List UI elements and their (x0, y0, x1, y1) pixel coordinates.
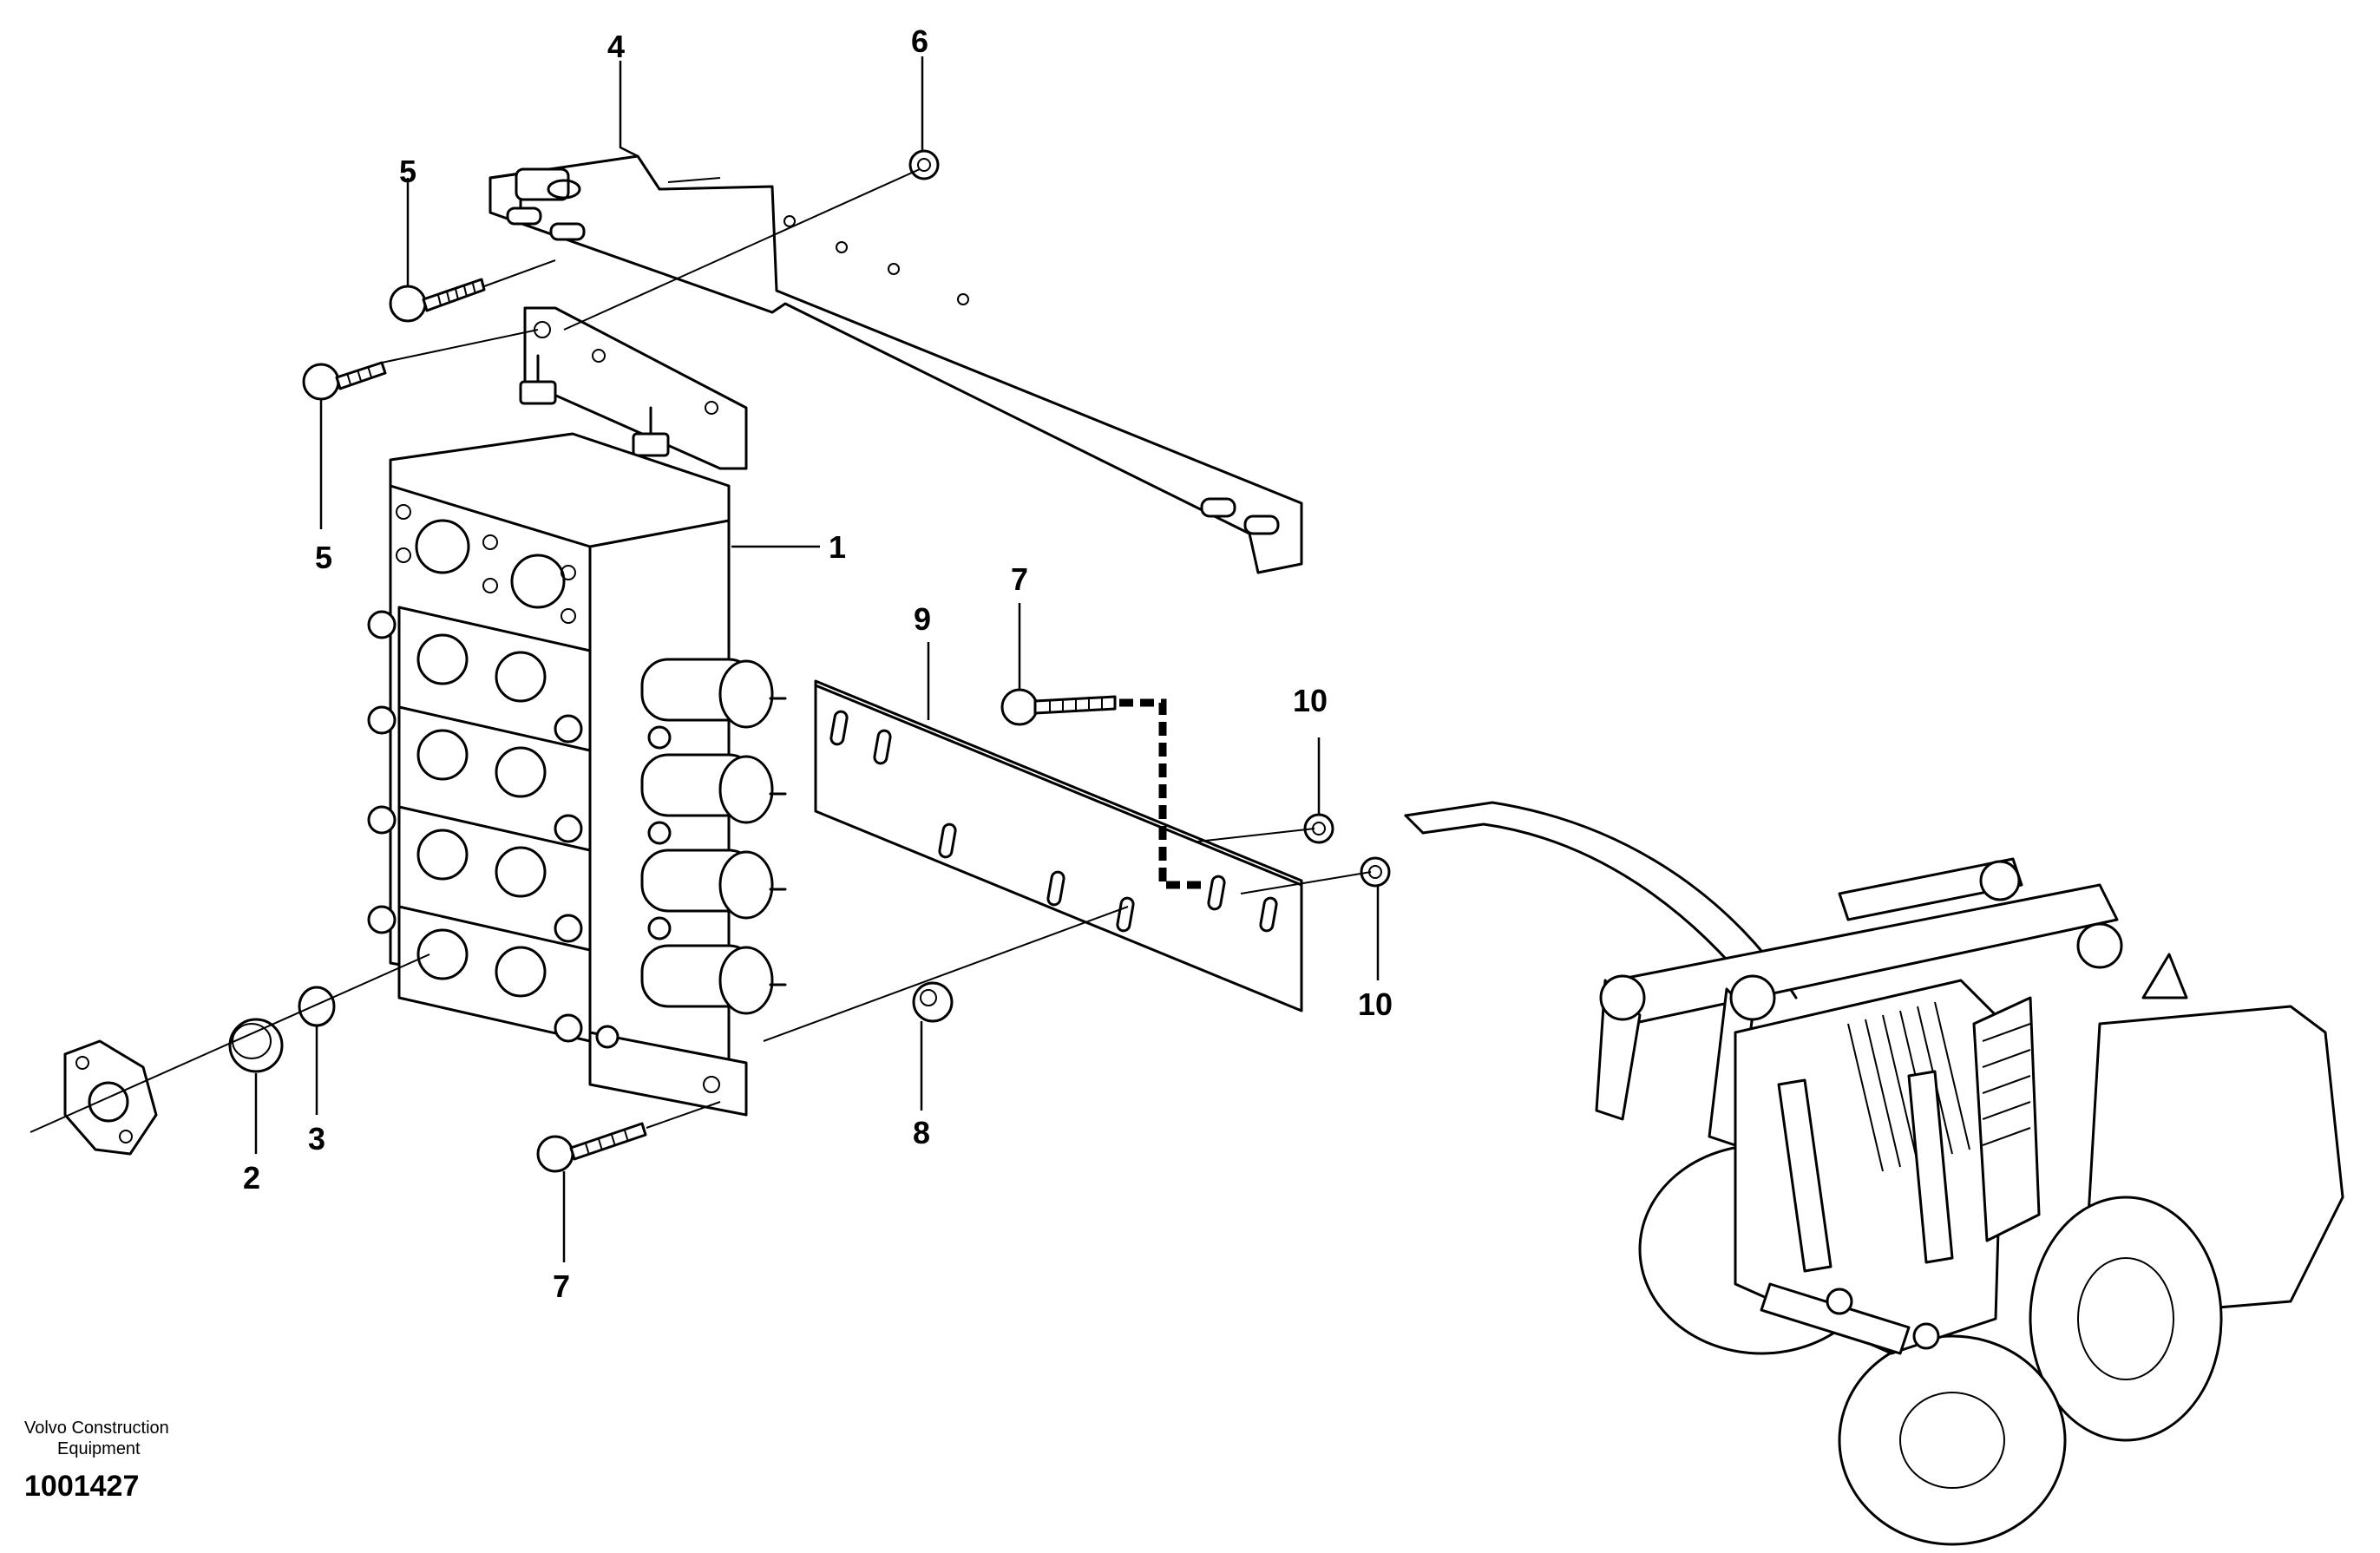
bolt-part-7-upper (1000, 688, 1117, 726)
brand-line-1: Volvo Construction (24, 1419, 169, 1438)
plate-part-9 (814, 679, 1303, 1012)
callout-1: 1 (829, 529, 846, 565)
callout-10-upper: 10 (1293, 683, 1328, 718)
figure-number: 1001427 (24, 1470, 139, 1503)
assembly-lines (30, 168, 1372, 1133)
callout-5-upper: 5 (399, 154, 416, 189)
o-ring-part-3 (298, 986, 336, 1027)
nut-part-6 (908, 149, 940, 180)
leader-lines (254, 56, 1380, 1262)
bolt-part-5-upper (389, 278, 486, 323)
callout-6: 6 (911, 23, 928, 59)
brand-line-2: Equipment (57, 1439, 141, 1458)
loader-vehicle-illustration (1404, 801, 2344, 1546)
callout-3: 3 (308, 1121, 325, 1157)
callout-7-lower: 7 (553, 1268, 570, 1304)
spacer-part-8 (912, 981, 954, 1023)
bolt-part-7-lower (536, 1122, 647, 1173)
control-valve-part-1 (367, 306, 787, 1117)
callout-10-lower: 10 (1358, 986, 1393, 1022)
bracket-part-4 (488, 154, 1303, 574)
bolt-part-5-lower (302, 361, 387, 401)
callout-9: 9 (914, 601, 931, 637)
callout-4: 4 (607, 29, 625, 64)
plug-part-2 (228, 1018, 284, 1073)
callout-5-lower: 5 (315, 540, 332, 575)
callout-7-upper: 7 (1011, 561, 1028, 597)
flange (63, 1039, 158, 1156)
callout-8: 8 (913, 1115, 930, 1150)
callout-2: 2 (243, 1160, 260, 1196)
nut-part-10-lower (1360, 856, 1391, 888)
